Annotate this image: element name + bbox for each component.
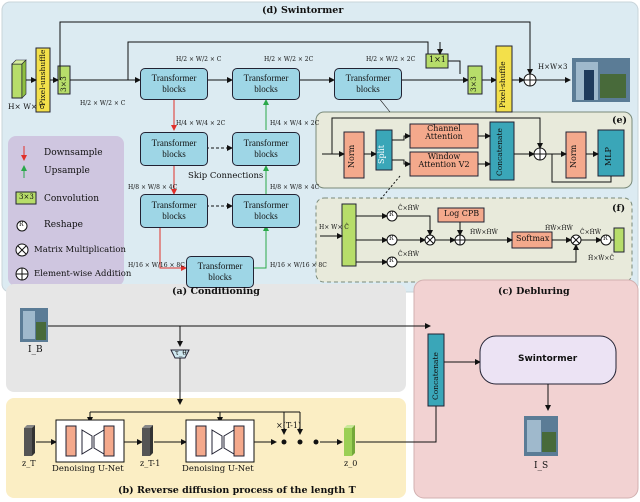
log-cpb-label: Log CPB: [444, 209, 480, 218]
transformer-label: Transformer blocks: [151, 73, 197, 94]
attention-input-label: H× W× Ĉ: [319, 224, 349, 231]
dim-hw1-label: ĤŴ×ĤŴ: [470, 229, 498, 236]
transformer-block-l2-enc: Transformer blocks: [140, 132, 208, 166]
tau-encoder: [170, 349, 190, 359]
conv3x3-out: [467, 65, 483, 95]
transformer-block-l3-dec: Transformer blocks: [232, 194, 300, 228]
attention-input-tensor: [341, 203, 357, 267]
legend-matmul: Matrix Multiplication: [34, 245, 126, 255]
swintormer-box-label: Swintormer: [518, 354, 578, 364]
channel-attention-box: [409, 123, 479, 149]
transformer-label: Transformer blocks: [197, 261, 243, 282]
transformer-block-l4: Transformer blocks: [186, 256, 254, 288]
legend-convolution: Convolution: [44, 194, 99, 204]
dim-l1-left: H/2 × W/2 × C: [80, 100, 126, 107]
dim-out-label: Ĉ×ĤŴ: [580, 229, 602, 236]
conditioning-panel: [6, 284, 406, 392]
transformer-label: Transformer blocks: [243, 73, 289, 94]
skip-connections-label: Skip Connections: [188, 171, 264, 181]
transformer-block-l3-enc: Transformer blocks: [140, 194, 208, 228]
dim-l2-right: H/4 × W/4 × 2C: [270, 120, 320, 127]
input-image-label: I_B: [28, 345, 43, 355]
dim-l2-mid: H/4 × W/4 × 2C: [176, 120, 226, 127]
transformer-block-l1-refine: Transformer blocks: [334, 68, 402, 100]
unet-2-label: Denoising U-Net: [182, 464, 254, 474]
dim-top-label: Ĉ×ĤŴ: [398, 205, 420, 212]
transformer-block-l1-enc: Transformer blocks: [140, 68, 208, 100]
legend-conv-icon: 3×3: [19, 193, 34, 201]
reverse-title: (b) Reverse diffusion process of the len…: [118, 485, 356, 496]
unet-1-label: Denoising U-Net: [52, 464, 124, 474]
concatenate-e-label: Concatenate: [495, 128, 504, 176]
dim-final-label: Ĥ×Ŵ×Ĉ: [588, 255, 615, 262]
output-dim-label: H×W×3: [538, 63, 568, 71]
dim-l4-left: H/16 × W/16 × 8C: [128, 262, 185, 269]
dim-hw2-label: ĤŴ×ĤŴ: [545, 225, 573, 232]
conv1x1-label: 1×1: [429, 55, 446, 64]
swin-block-panel: [315, 111, 633, 189]
conv3x3-in-label: 3×3: [59, 76, 68, 92]
dim-bottom-label: Ĉ×ĤŴ: [398, 251, 420, 258]
pixel-shuffle-label: Pixel-shuffle: [498, 61, 507, 108]
window-attention-box: [409, 151, 479, 177]
mlp-label: MLP: [604, 147, 613, 166]
dim-l1-dec: H/2 × W/2 × 2C: [366, 56, 416, 63]
tau-label: τ_θ: [175, 349, 187, 357]
repeat-label: ×(T-1): [276, 421, 302, 430]
transformer-label: Transformer blocks: [151, 200, 197, 221]
reshape-r4: R: [603, 235, 608, 242]
norm-label: Norm: [347, 144, 356, 168]
softmax-label: Softmax: [516, 234, 550, 243]
conditioning-title: (a) Conditioning: [172, 286, 260, 297]
transformer-block-l2-dec: Transformer blocks: [232, 132, 300, 166]
legend-reshape: Reshape: [44, 220, 83, 230]
split-label: Split: [377, 145, 386, 164]
transformer-label: Transformer blocks: [243, 200, 289, 221]
channel-attention-label: Channel Attention: [425, 124, 463, 142]
transformer-label: Transformer blocks: [243, 138, 289, 159]
z0-tensor: [344, 428, 352, 456]
legend-upsample: Upsample: [44, 166, 90, 176]
z0-label: z_0: [344, 459, 358, 468]
legend-reshape-icon: R: [19, 221, 24, 228]
dim-l3-right: H/8 × W/8 × 4C: [270, 184, 320, 191]
transformer-label: Transformer blocks: [345, 73, 391, 94]
pixel-unshuffle-label: Pixel-unshuffle: [38, 49, 47, 106]
dim-l1-mid: H/2 × W/2 × 2C: [264, 56, 314, 63]
transformer-label: Transformer blocks: [151, 138, 197, 159]
attention-title: (f): [612, 203, 626, 214]
swintormer-title: (d) Swintormer: [262, 5, 344, 16]
output-image-label: I_S: [534, 461, 549, 471]
legend-add: Element-wise Addition: [34, 269, 132, 279]
conv3x3-out-label: 3×3: [469, 76, 478, 92]
dim-l3-left: H/8 × W/8 × 4C: [128, 184, 178, 191]
reshape-r3: R: [389, 257, 394, 264]
swin-block-title: (e): [612, 115, 628, 126]
concatenate-c-label: Concatenate: [431, 352, 440, 400]
legend-panel: [8, 136, 124, 286]
deblurring-title: (c) Debluring: [498, 286, 570, 297]
reshape-r1: R: [389, 211, 394, 218]
input-dim-label: H× W× 6: [8, 102, 45, 111]
deblur-panel: [413, 279, 639, 499]
dim-l4-right: H/16 × W/16 × 8C: [270, 262, 327, 269]
transformer-block-l1-mid: Transformer blocks: [232, 68, 300, 100]
legend-downsample: Downsample: [44, 148, 103, 158]
zT1-tensor: [142, 428, 150, 456]
concatenate-box-e: [489, 121, 515, 181]
window-attention-label: Window Attention V2: [418, 152, 470, 170]
concatenate-box-c: [427, 333, 445, 407]
zT-tensor: [24, 428, 32, 456]
zT-label: z_T: [22, 459, 36, 468]
pixel-shuffle-block: [495, 45, 513, 113]
log-cpb-box: [437, 207, 485, 223]
reshape-r2: R: [389, 235, 394, 242]
zT1-label: z_T-1: [140, 459, 161, 468]
dim-l1-top: H/2 × W/2 × C: [176, 56, 222, 63]
norm2-label: Norm: [569, 144, 578, 168]
input-tensor: [11, 63, 23, 99]
split-box: [375, 129, 393, 171]
